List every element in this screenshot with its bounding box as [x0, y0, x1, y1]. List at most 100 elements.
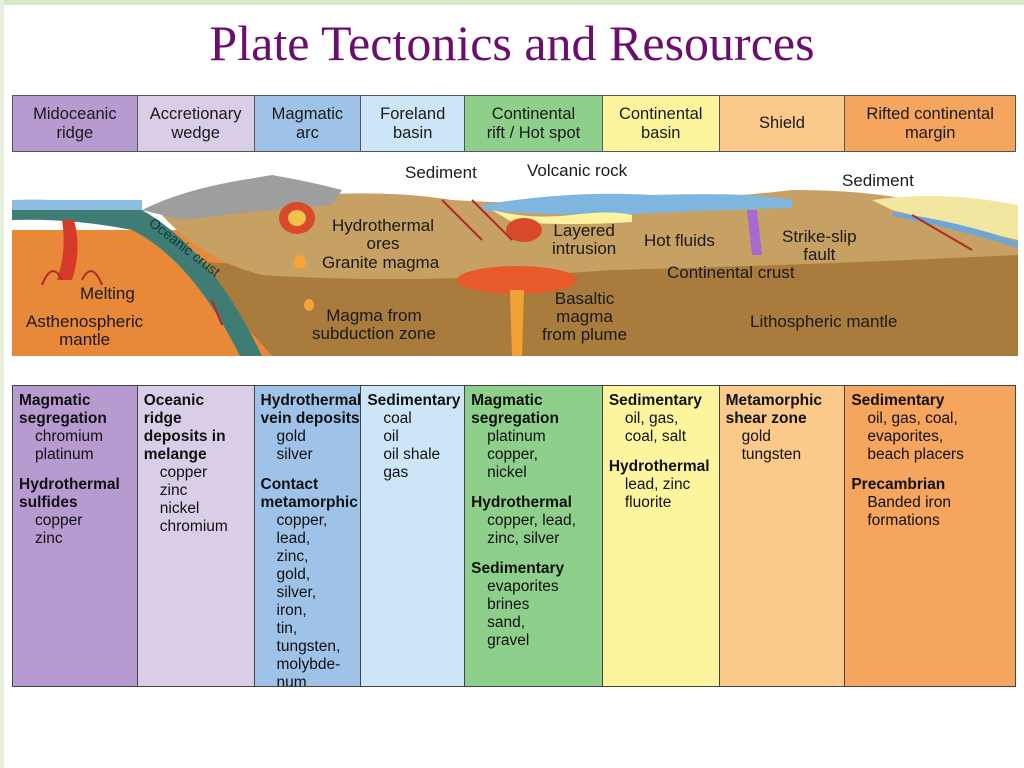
resource-item: nickel: [487, 464, 527, 481]
resource-item: copper,: [487, 446, 538, 463]
label-magma-subduction: Magma from subduction zone: [312, 306, 436, 343]
resource-item: copper: [159, 464, 208, 481]
setting-cell: Rifted continental margin: [845, 96, 1015, 151]
margin-sediment: [872, 196, 1018, 240]
label-lithospheric-mantle: Lithospheric mantle: [750, 312, 898, 331]
label-hot-fluids: Hot fluids: [644, 231, 715, 250]
ocean-water-left: [12, 200, 142, 210]
resource-heading: Sedimentary: [471, 560, 565, 577]
resource-heading: Oceanic ridge deposits in melange: [143, 392, 226, 463]
ridge-magma: [57, 220, 78, 280]
resource-item: zinc: [159, 482, 188, 499]
subduction-magma-blob: [304, 299, 314, 311]
resource-item: silver,: [276, 584, 317, 601]
label-sediment-right: Sediment: [842, 171, 914, 190]
fault-line-2: [471, 199, 513, 241]
label-continental-crust: Continental crust: [667, 263, 795, 282]
layered-intrusion-body: [506, 218, 542, 242]
resource-item: iron,: [276, 602, 307, 619]
resource-item: platinum: [35, 446, 94, 463]
resource-item: lead,: [276, 530, 311, 547]
ore-core: [288, 210, 306, 226]
resource-item: sand,: [487, 614, 526, 631]
continental-crust-layer: [162, 190, 1018, 279]
resource-item: zinc, silver: [487, 530, 560, 547]
resource-heading: Contact metamorphic: [260, 476, 358, 511]
label-basaltic-magma: Basaltic magma from plume: [542, 289, 628, 344]
resource-item: Banded iron: [867, 494, 951, 511]
plume-head: [457, 266, 577, 294]
resource-item: molybde-: [276, 656, 341, 673]
resource-heading: Precambrian: [851, 476, 946, 493]
fault-line-3: [911, 214, 973, 251]
resource-item: zinc: [35, 530, 63, 547]
resource-item: gold: [741, 428, 771, 445]
label-melting: Melting: [80, 284, 135, 303]
resource-item: zinc,: [276, 548, 309, 565]
resource-item: coal: [383, 410, 412, 427]
resource-item: gravel: [487, 632, 530, 649]
resource-heading: Hydrothermal vein deposits: [260, 392, 362, 427]
resource-item: lead, zinc: [624, 476, 691, 493]
resource-heading: Metamorphic shear zone: [725, 392, 823, 427]
label-strike-slip-fault: Strike-slip fault: [782, 227, 857, 264]
resource-item: tin,: [276, 620, 298, 637]
resource-item: evaporites,: [867, 428, 944, 445]
resource-heading: Magmatic segregation: [19, 392, 107, 427]
label-volcanic-rock: Volcanic rock: [527, 161, 628, 180]
page-title: Plate Tectonics and Resources: [209, 15, 815, 71]
resource-item: fluorite: [624, 494, 672, 511]
setting-cell: Continental basin: [602, 96, 720, 151]
resource-heading: Hydrothermal: [471, 494, 572, 511]
setting-cell: Magmatic arc: [254, 96, 362, 151]
resource-heading: Sedimentary: [851, 392, 945, 409]
resource-item: gold: [276, 428, 306, 445]
resource-item: copper: [35, 512, 83, 529]
resource-item: gold,: [276, 566, 311, 583]
resource-item: oil: [383, 428, 399, 445]
accretionary-wedge: [142, 175, 342, 220]
cross-section-diagram: Sediment Volcanic rock Sediment Hydrothe…: [12, 160, 1018, 356]
resource-heading: Magmatic segregation: [471, 392, 559, 427]
resource-item: silver: [276, 446, 313, 463]
label-granite-magma: Granite magma: [322, 253, 440, 272]
basin-water: [482, 193, 792, 215]
resource-item: copper,: [276, 512, 328, 529]
resource-item: formations: [867, 512, 940, 529]
resource-item: brines: [487, 596, 530, 613]
strike-slip-vein: [747, 210, 762, 255]
resource-item: evaporites: [487, 578, 559, 595]
label-sediment-left: Sediment: [405, 163, 477, 182]
setting-cell: Continental rift / Hot spot: [465, 96, 603, 151]
label-layered-intrusion: Layered intrusion: [552, 221, 617, 258]
setting-cell: Midoceanic ridge: [13, 96, 138, 151]
granite-magma-blob: [294, 255, 306, 269]
label-hydrothermal-ores: Hydrothermal ores: [332, 216, 435, 253]
resource-item: tungsten: [741, 446, 802, 463]
melting-arrow-left: [41, 270, 63, 286]
resource-item: chromium: [159, 518, 228, 535]
resource-item: coal, salt: [624, 428, 686, 445]
resource-heading: Sedimentary: [367, 392, 461, 409]
setting-cell: Accretionary wedge: [137, 96, 255, 151]
setting-cell: Shield: [719, 96, 846, 151]
resource-item: oil shale: [383, 446, 441, 463]
label-asthenospheric-mantle: Asthenospheric mantle: [26, 312, 144, 349]
resource-item: oil, gas,: [624, 410, 679, 427]
subduction-arrow: [211, 299, 223, 326]
resource-heading: Hydrothermal sulfides: [19, 476, 120, 511]
resource-item: num: [276, 674, 307, 686]
